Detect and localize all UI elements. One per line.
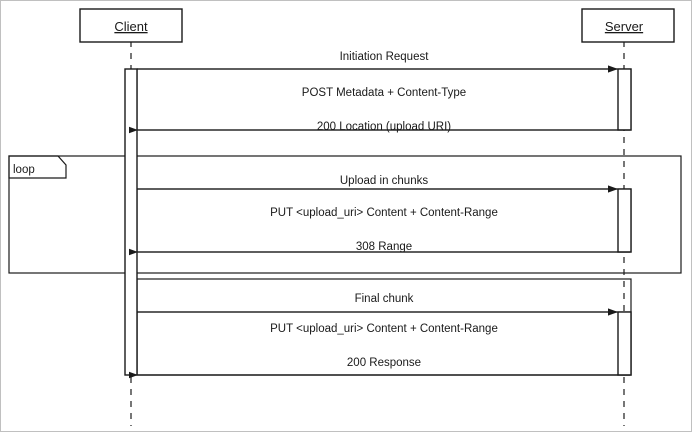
label-put-final: PUT <upload_uri> Content + Content-Range bbox=[270, 323, 498, 335]
activation-bar-server-2 bbox=[617, 188, 632, 253]
loop-fragment-label: loop bbox=[13, 164, 35, 176]
label-200-location: 200 Location (upload URI) bbox=[317, 121, 451, 133]
loop-fragment-tab bbox=[8, 155, 67, 179]
label-put-chunk: PUT <upload_uri> Content + Content-Range bbox=[270, 207, 498, 219]
participant-client-label: Client bbox=[114, 19, 148, 34]
label-post-metadata: POST Metadata + Content-Type bbox=[302, 87, 466, 99]
activation-bar-server-3 bbox=[617, 311, 632, 376]
loop-fragment: loop bbox=[8, 155, 682, 274]
participant-client-box[interactable] bbox=[79, 8, 183, 43]
label-308-range: 308 Range bbox=[356, 241, 412, 253]
label-upload-in-chunks: Upload in chunks bbox=[340, 175, 428, 187]
participant-server-box[interactable] bbox=[581, 8, 675, 43]
participant-server[interactable]: Server bbox=[581, 8, 675, 43]
activation-bar-server-1 bbox=[617, 68, 632, 131]
activation-bar-client bbox=[124, 68, 138, 376]
label-final-chunk: Final chunk bbox=[355, 293, 414, 305]
participant-server-label: Server bbox=[605, 19, 644, 34]
label-initiation-request: Initiation Request bbox=[340, 51, 430, 63]
label-200-response: 200 Response bbox=[347, 357, 421, 369]
participant-client[interactable]: Client bbox=[79, 8, 183, 43]
